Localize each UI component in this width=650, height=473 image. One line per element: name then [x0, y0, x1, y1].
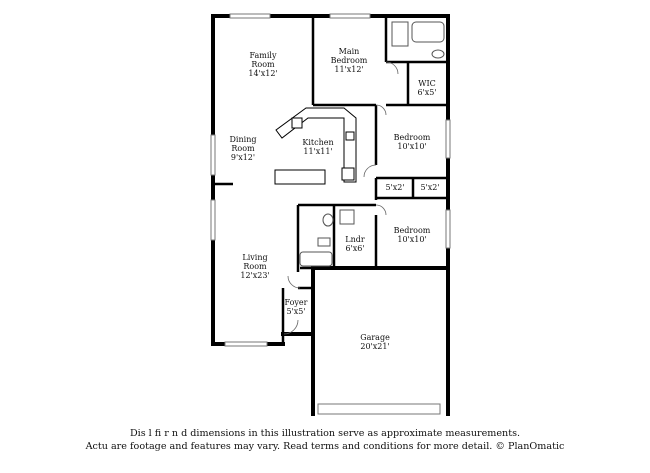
disclaimer-line-1: Dis l fi r n d dimensions in this illust… — [129, 428, 521, 439]
bath-fixtures — [299, 21, 445, 267]
interior-walls — [213, 16, 448, 344]
windows — [210, 13, 451, 415]
closet-1-label: 5'x2' — [385, 183, 404, 192]
door-swings — [283, 61, 399, 335]
closet-2-label: 5'x2' — [420, 183, 439, 192]
kitchen-counters — [274, 107, 357, 185]
disclaimer-line-2: Actu are footage and features may vary. … — [85, 441, 565, 452]
